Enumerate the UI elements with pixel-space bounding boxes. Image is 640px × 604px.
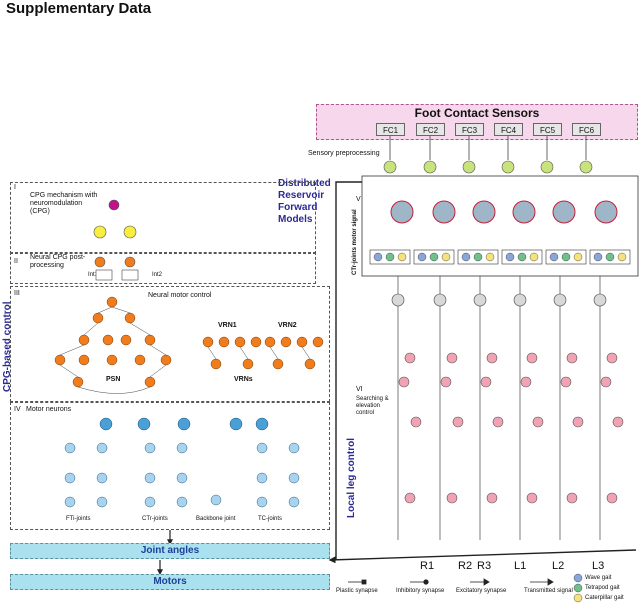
sum-neurons bbox=[391, 293, 607, 307]
gait-output-boxes bbox=[369, 249, 631, 265]
motor-control-connections bbox=[59, 306, 311, 394]
motors-bar: Motors bbox=[10, 574, 330, 590]
legend-excitatory: Excitatory synapse bbox=[456, 588, 507, 594]
cpg-neurons bbox=[93, 199, 137, 268]
leg-label-R3: R3 bbox=[477, 560, 492, 572]
joint-group-fti: FTi-joints bbox=[66, 516, 91, 522]
leg-label-R2: R2 bbox=[458, 560, 473, 572]
reservoir-box bbox=[361, 175, 639, 277]
joint-group-backbone: Backbone joint bbox=[196, 516, 236, 522]
leg-control-columns bbox=[397, 276, 601, 540]
leg-label-L2: L2 bbox=[552, 560, 565, 572]
sensory-preprocessing-label: Sensory preprocessing bbox=[308, 150, 380, 157]
legend-wave: Wave gait bbox=[585, 575, 612, 581]
int-boxes bbox=[95, 269, 139, 281]
fc-sensor-6: FC6 bbox=[572, 123, 601, 136]
legend-icons bbox=[348, 578, 554, 586]
legend-plastic: Plastic synapse bbox=[336, 588, 378, 594]
section-motor-control-box bbox=[10, 286, 330, 402]
section-label-IV: IV bbox=[14, 406, 21, 413]
section-label-III: III bbox=[14, 290, 20, 297]
psn-label: PSN bbox=[106, 376, 121, 383]
section-label-I: I bbox=[14, 184, 16, 191]
joint-angles-bar: Joint angles bbox=[10, 543, 330, 559]
joint-group-ctr: CTr-joints bbox=[142, 516, 168, 522]
motor-neurons-blue bbox=[99, 417, 269, 431]
searching-label: Searching & elevation control bbox=[356, 396, 389, 416]
section-label-V: V bbox=[356, 196, 361, 203]
legend-caterpillar: Caterpillar gait bbox=[585, 595, 624, 601]
leg-label-R1: R1 bbox=[420, 560, 435, 572]
fc-sensor-1: FC1 bbox=[376, 123, 405, 136]
leg-label-L3: L3 bbox=[592, 560, 605, 572]
section-motor-neurons-box bbox=[10, 402, 330, 530]
fc-sensor-4: FC4 bbox=[494, 123, 523, 136]
legend-gait-icons bbox=[573, 573, 583, 603]
page-title: Supplementary Data bbox=[6, 0, 152, 17]
reservoir-feedback-line bbox=[335, 181, 362, 560]
neural-post-text: Neural CPG post-processing bbox=[30, 254, 86, 269]
foot-contact-title: Foot Contact Sensors bbox=[414, 106, 540, 120]
vrn1-label: VRN1 bbox=[218, 322, 237, 329]
distributed-reservoir-label: Distributed Reservoir Forward Models bbox=[278, 178, 331, 225]
motor-neurons-label: Motor neurons bbox=[26, 406, 72, 413]
legend-tetrapod: Tetrapod gait bbox=[585, 585, 620, 591]
joint-neurons bbox=[64, 442, 300, 508]
reservoir-networks bbox=[390, 200, 618, 224]
gait-output-neurons bbox=[373, 252, 627, 262]
leg-label-L1: L1 bbox=[514, 560, 527, 572]
section-label-VI: VI bbox=[356, 386, 363, 393]
vrns-label: VRNs bbox=[234, 376, 253, 383]
joint-group-tc: TC-joints bbox=[258, 516, 283, 522]
neural-motor-control-label: Neural motor control bbox=[148, 292, 212, 299]
motor-control-neurons bbox=[54, 296, 324, 388]
legend-transmitted: Transmitted signal bbox=[524, 588, 573, 594]
vrn2-label: VRN2 bbox=[278, 322, 297, 329]
fc-sensor-5: FC5 bbox=[533, 123, 562, 136]
legend-inhibitory: Inhibitory synapse bbox=[396, 588, 445, 594]
fc-sensor-3: FC3 bbox=[455, 123, 484, 136]
fc-sensor-2: FC2 bbox=[416, 123, 445, 136]
section-cpg-box bbox=[10, 182, 316, 254]
int2-label: Int2 bbox=[152, 272, 163, 278]
sensor-connections bbox=[389, 136, 587, 160]
pink-neurons bbox=[398, 352, 624, 504]
leg-to-joint-line bbox=[328, 549, 637, 564]
section-label-II: II bbox=[14, 258, 18, 265]
section-post-box bbox=[10, 252, 316, 284]
sensor-neurons bbox=[383, 160, 593, 174]
cpg-mechanism-text: CPG mechanism with neuromodulation (CPG) bbox=[30, 192, 98, 215]
int1-label: Int1 bbox=[88, 272, 99, 278]
